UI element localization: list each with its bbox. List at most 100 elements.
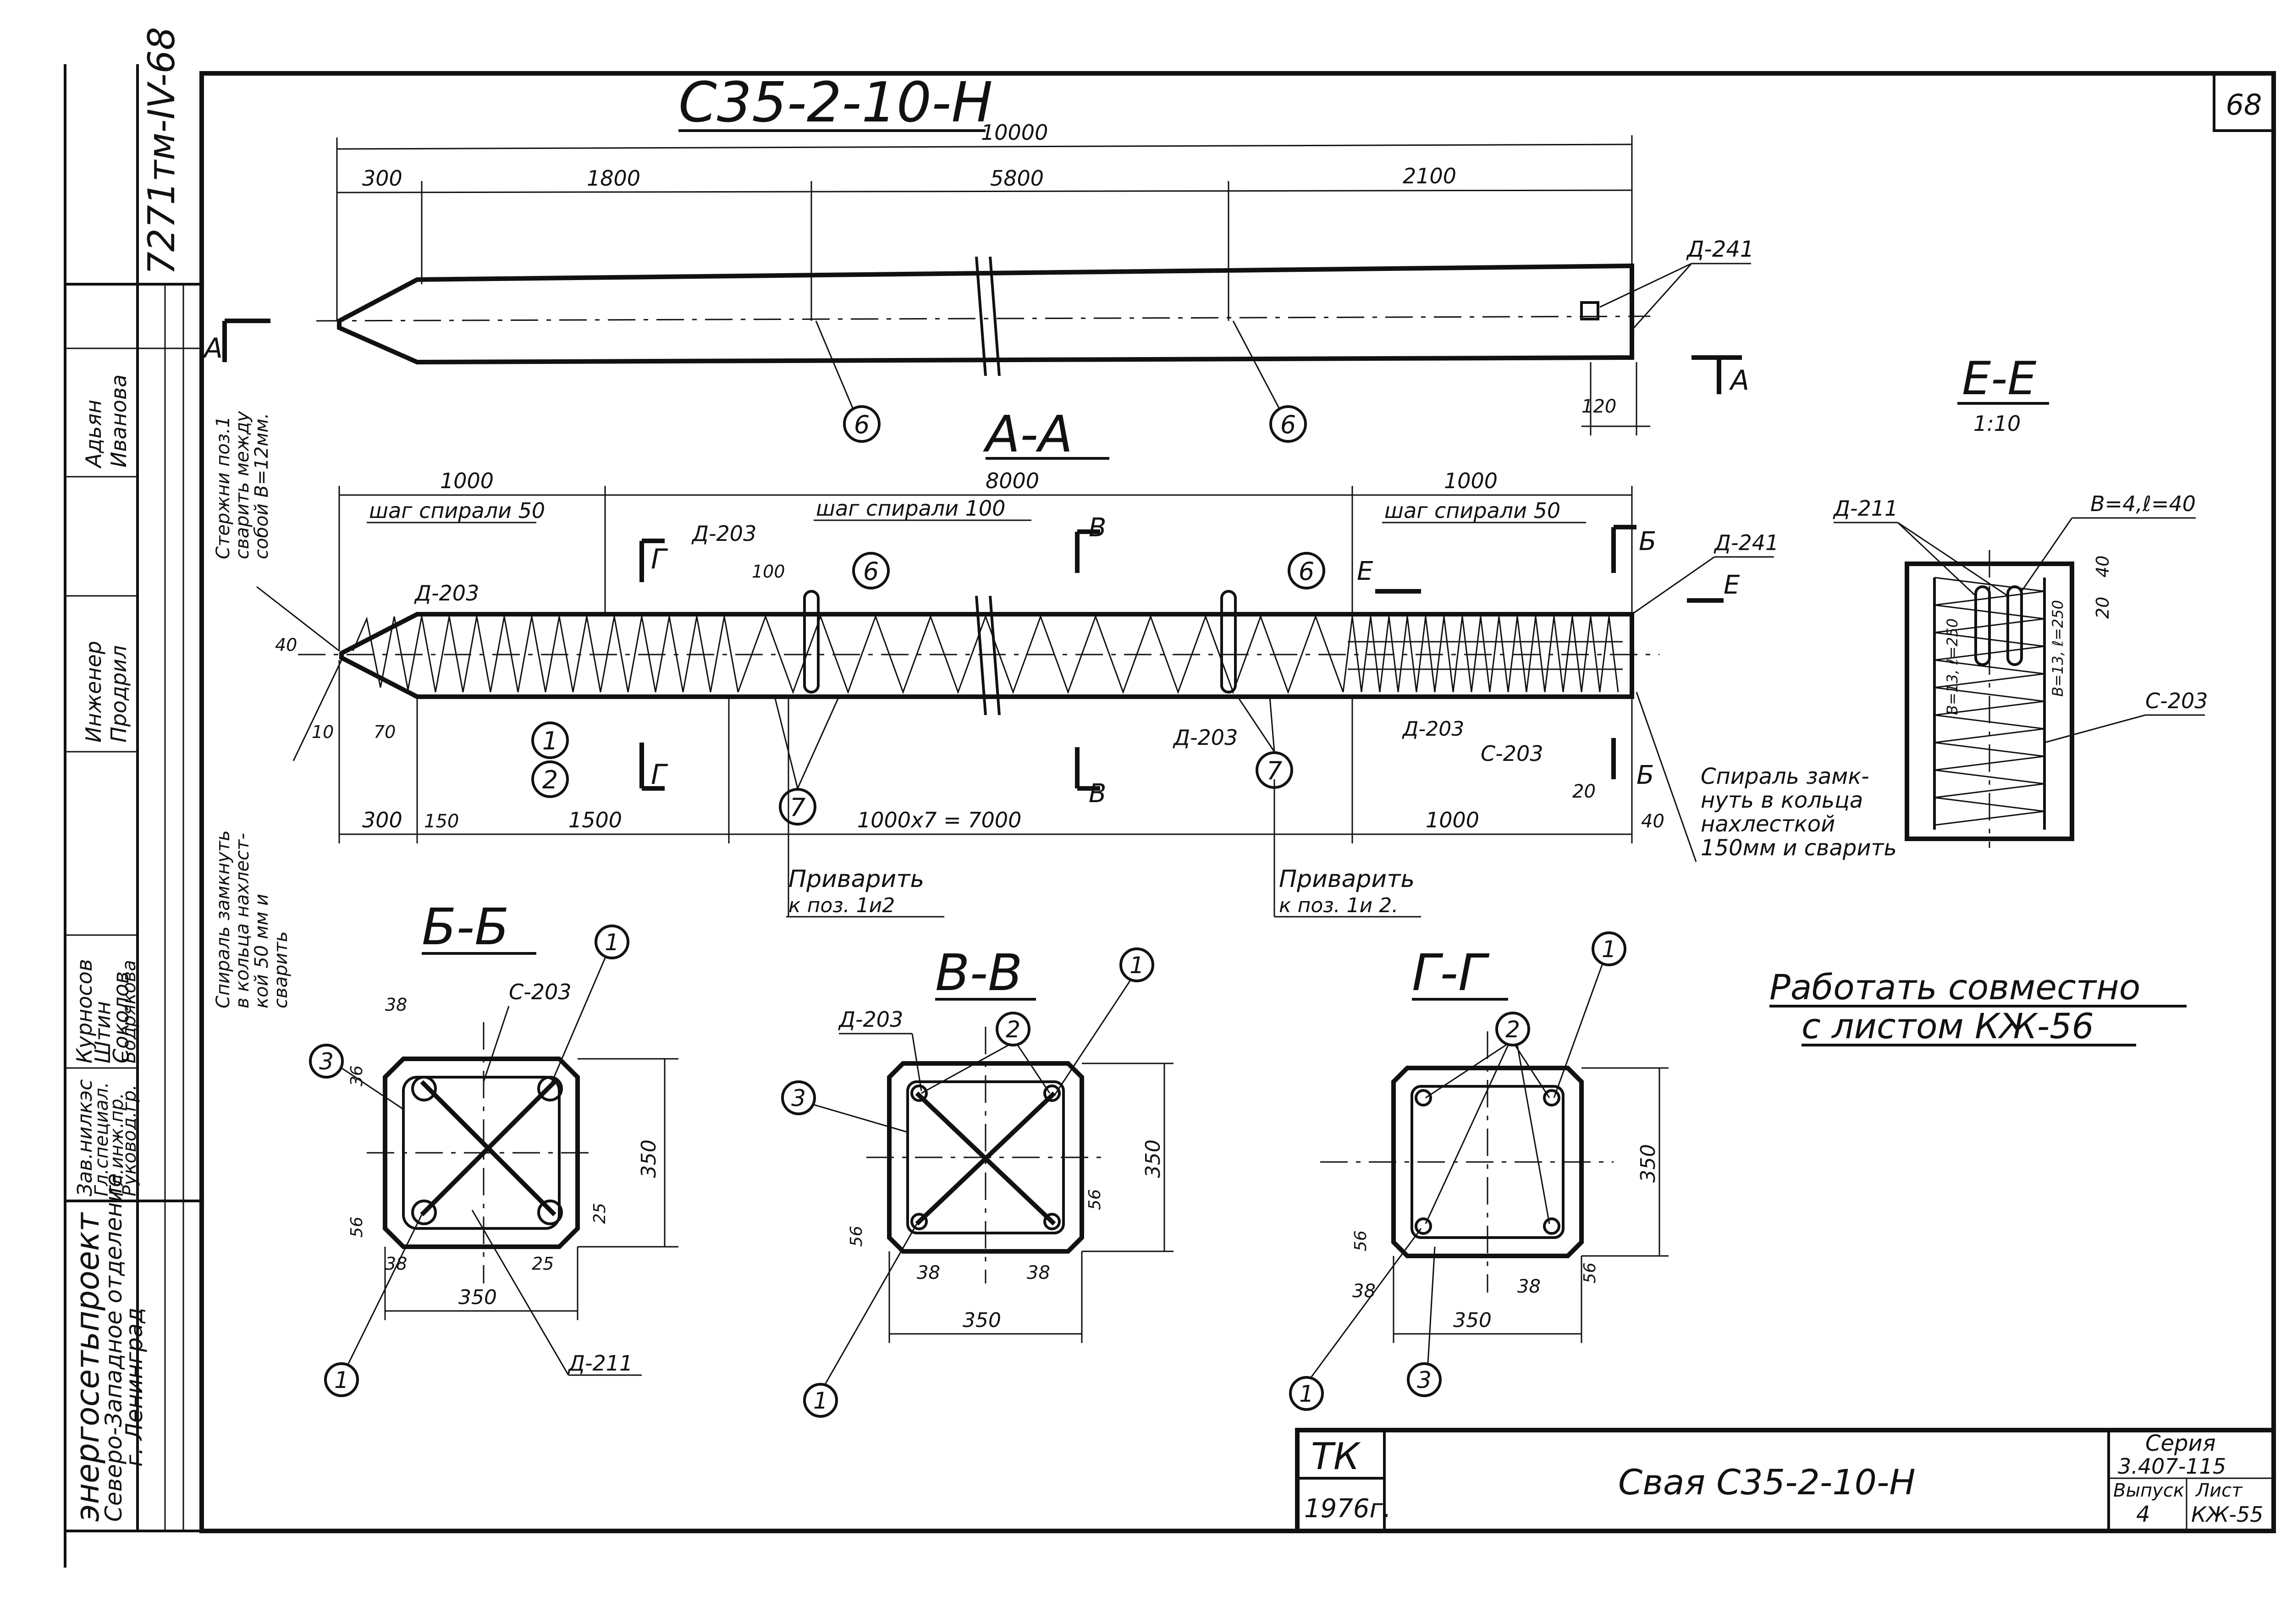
- main-title: С35-2-10-Н: [678, 71, 993, 135]
- title-block: ТК 1976г. Свая С35-2-10-Н Серия 3.407-11…: [1295, 1428, 2276, 1533]
- cross-reference-note: Работать совместно с листом КЖ-56: [1769, 967, 2187, 1046]
- bb-pos1-b: 1: [334, 1367, 349, 1393]
- dim-1800: 1800: [587, 166, 640, 191]
- weld-note-1b: к поз. 1и2: [788, 894, 895, 917]
- gg-pos2: 2: [1505, 1016, 1520, 1043]
- aa-pos6-a: 6: [863, 557, 879, 586]
- aa-pos1: 1: [542, 727, 558, 755]
- note-line-1: Работать совместно: [1769, 967, 2140, 1007]
- stamp-org: энергосетьпроект: [69, 1212, 106, 1522]
- cut-a-right: А: [1729, 364, 1749, 396]
- bb-label-d211: Д-211: [567, 1351, 633, 1376]
- stamp-name: Курносов: [72, 959, 97, 1063]
- ee-dim-20: 20: [2093, 597, 2113, 619]
- bb-pos1-a: 1: [605, 929, 619, 956]
- aa-pos6-b: 6: [1299, 557, 1314, 586]
- aa-dim-7000: 1000x7 = 7000: [857, 808, 1021, 832]
- ee-v1: В=13, ℓ=250: [1944, 618, 1961, 715]
- stamp-org2: Северо-Западное отделение: [100, 1173, 127, 1522]
- bb-dim-25a: 25: [590, 1203, 609, 1224]
- vv-pos1-b: 1: [813, 1387, 828, 1414]
- bb-dim-350h: 350: [458, 1286, 497, 1309]
- left-note-2-line: в кольца нахлест-: [232, 833, 253, 1008]
- gg-dim-350h: 350: [1453, 1309, 1492, 1332]
- cut-v-bottom: В: [1089, 779, 1106, 809]
- ee-label-c203: С-203: [2145, 688, 2208, 713]
- cut-g-bottom: Г: [651, 759, 668, 791]
- stamp-role: Гл.специал.: [91, 1082, 112, 1196]
- vv-dim-350v: 350: [1141, 1140, 1165, 1178]
- left-note-2-line: Спираль замкнуть: [213, 830, 234, 1008]
- tb-sheet-label: Лист: [2195, 1480, 2243, 1501]
- stamp-name: Соколов: [109, 971, 133, 1063]
- aa-dim-1000a: 1000: [440, 468, 494, 493]
- right-note-line: 150мм и сварить: [1701, 835, 1897, 861]
- bb-pos3: 3: [319, 1048, 334, 1075]
- dim-end: 120: [1581, 396, 1616, 417]
- vv-dim-56a: 56: [847, 1226, 866, 1247]
- gg-pos3: 3: [1417, 1367, 1432, 1393]
- tb-series-label: Серия: [2145, 1431, 2216, 1456]
- ee-label-d211: Д-211: [1833, 496, 1898, 521]
- aa-dim-100: 100: [752, 562, 785, 582]
- tb-sheet: КЖ-55: [2191, 1502, 2263, 1527]
- label-d241: Д-241: [1713, 530, 1779, 555]
- aa-dim-150: 150: [424, 811, 459, 832]
- aa-dim-40: 40: [1641, 811, 1664, 832]
- pos6-b: 6: [1280, 410, 1296, 439]
- gg-dim-350v: 350: [1636, 1144, 1660, 1183]
- stamp-role: Гл.инж.пр.: [106, 1093, 127, 1196]
- left-note-1: Стержни поз.1 сварить между собой В=12мм…: [213, 405, 272, 559]
- sheet-number-box: 68: [2213, 73, 2274, 132]
- vv-dim-56b: 56: [1085, 1189, 1104, 1210]
- archive-code: 7271тм-IV-68: [140, 27, 183, 275]
- aa-dim-70: 70: [374, 722, 396, 742]
- aa-dim-20: 20: [1572, 781, 1596, 802]
- sheet-number: 68: [2226, 88, 2262, 121]
- label-d203-c: Д-203: [1173, 725, 1238, 750]
- spiral-note-1: шаг спирали 50: [369, 498, 545, 523]
- aa-dim-40s: 40: [275, 635, 297, 655]
- gg-pos1-b: 1: [1299, 1381, 1314, 1407]
- left-note-1-line: Стержни поз.1: [213, 416, 234, 559]
- label-d203-d: Д-203: [1402, 717, 1464, 741]
- stamp-role: Зав.нилкэс: [73, 1079, 97, 1197]
- bb-label-c203: С-203: [509, 980, 572, 1004]
- section-aa-title: А-А: [983, 405, 1073, 463]
- cut-g-top: Г: [651, 543, 668, 575]
- vv-dim-38a: 38: [917, 1262, 940, 1283]
- cut-e-left: Е: [1357, 556, 1373, 586]
- bb-dim-38a: 38: [385, 995, 407, 1015]
- ee-label-weld: В=4,ℓ=40: [2090, 491, 2196, 516]
- stamp-name: Иванова: [106, 374, 131, 468]
- left-note-2-line: сварить: [270, 931, 292, 1008]
- left-note-2-line: кой 50 мм и: [251, 894, 272, 1008]
- mark-d241: Д-241: [1686, 237, 1754, 262]
- gg-dim-38a: 38: [1352, 1281, 1376, 1302]
- label-d203-b: Д-203: [691, 521, 756, 546]
- aa-dim-1500: 1500: [568, 808, 622, 832]
- weld-note-2a: Приварить: [1279, 865, 1415, 893]
- dim-total: 10000: [981, 120, 1048, 145]
- gg-dim-56a: 56: [1351, 1230, 1370, 1251]
- section-ee: Е-Е 1:10 Д-211 В=4,ℓ=40 С-203 40 20 В=13…: [1833, 352, 2208, 848]
- vv-pos2: 2: [1006, 1016, 1020, 1043]
- section-bb-title: Б-Б: [422, 897, 509, 956]
- cut-b-top: Б: [1639, 527, 1656, 556]
- section-vv-title: В-В: [935, 943, 1023, 1002]
- bb-dim-25b: 25: [532, 1254, 554, 1274]
- stamp-role: Инженер: [81, 641, 106, 743]
- vv-dim-38b: 38: [1027, 1262, 1050, 1283]
- aa-pos7-a: 7: [790, 793, 805, 822]
- pos6-a: 6: [854, 410, 870, 439]
- tb-issue-label: Выпуск: [2113, 1480, 2184, 1501]
- weld-note-2b: к поз. 1и 2.: [1279, 894, 1398, 917]
- dim-5800: 5800: [990, 166, 1044, 191]
- gg-dim-56b: 56: [1581, 1262, 1599, 1283]
- vv-label-d203: Д-203: [838, 1007, 903, 1032]
- section-ee-title: Е-Е: [1962, 352, 2036, 405]
- gg-dim-38b: 38: [1517, 1276, 1541, 1297]
- vv-dim-350h: 350: [963, 1309, 1001, 1332]
- label-c203: С-203: [1481, 741, 1543, 766]
